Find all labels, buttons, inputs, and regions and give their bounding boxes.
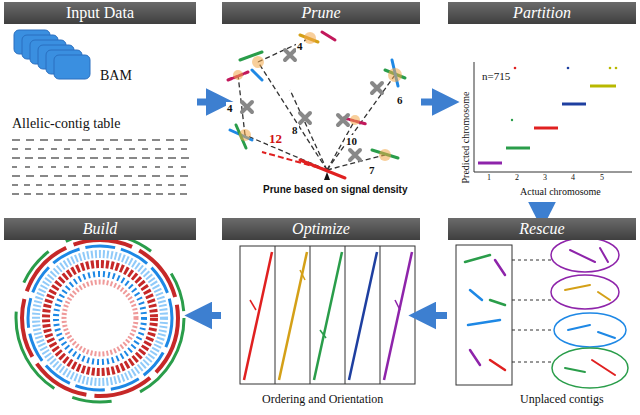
axis-tick: 1	[487, 174, 491, 183]
callout-number: 12	[268, 132, 283, 146]
table-label: Allelic-contig table	[12, 116, 120, 131]
panel-header: Prune	[222, 2, 420, 24]
flow-arrow	[421, 99, 447, 106]
prune-graph	[228, 32, 405, 180]
step-panel: Prune	[222, 2, 420, 202]
rescue-illustration	[456, 238, 628, 388]
panel-header: Rescue	[448, 218, 636, 240]
axis-tick: 5	[600, 174, 604, 183]
axis-tick: 2	[515, 174, 519, 183]
count-label: n=715	[482, 70, 510, 82]
flow-arrow	[421, 312, 447, 319]
axis-title: Predicted chromosome	[460, 92, 471, 184]
step-panel: Rescue	[448, 218, 636, 413]
axis-tick: 3	[543, 174, 547, 183]
axis-tick: 4	[571, 174, 575, 183]
panel-header: Input Data	[4, 2, 196, 24]
callout-number: 4	[296, 40, 304, 52]
callout-number: 10	[345, 135, 358, 147]
callout-number: 4	[226, 102, 234, 114]
step-panel: Optimize	[222, 218, 420, 413]
table-rows	[12, 140, 190, 194]
step-panel: Partition	[448, 2, 636, 202]
caption-text: Ordering and Orientation	[262, 393, 383, 406]
panel-header: Build	[4, 218, 196, 240]
axis-title: Actual chromosome	[520, 186, 601, 197]
flow-arrow	[539, 203, 546, 217]
step-panel: Input Data	[4, 2, 196, 202]
callout-number: 7	[368, 164, 376, 176]
caption-text: Prune based on signal density	[262, 184, 408, 195]
partition-plot	[474, 62, 632, 172]
panel-header: Optimize	[222, 218, 420, 240]
flow-arrow	[197, 312, 221, 319]
step-panel: Build	[4, 218, 196, 413]
callout-number: 6	[396, 94, 404, 106]
callout-number: 8	[291, 124, 299, 136]
bam-files	[14, 30, 90, 79]
file-label: BAM	[100, 68, 132, 83]
flow-arrow	[197, 99, 221, 106]
panel-header: Partition	[448, 2, 636, 24]
caption-text: Unplaced contigs	[520, 393, 604, 406]
optimize-dotplots	[240, 246, 415, 384]
circos-plot	[16, 234, 184, 402]
